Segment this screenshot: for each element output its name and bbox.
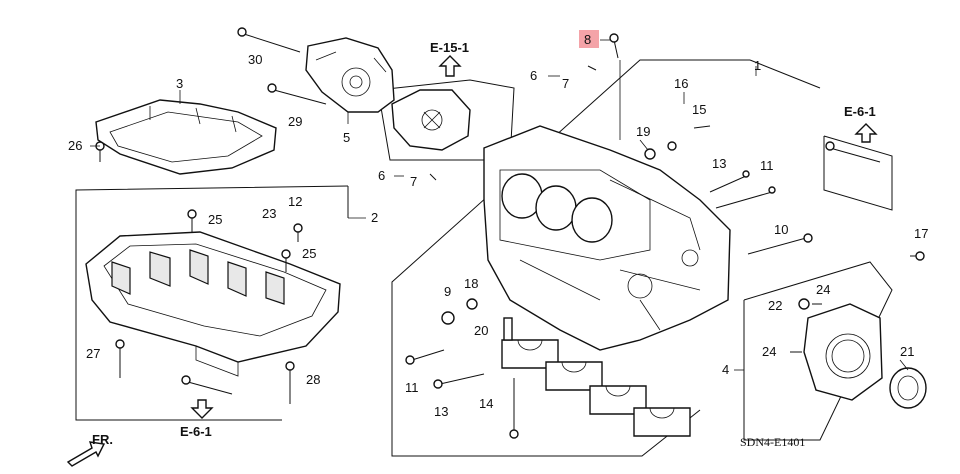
rear-oil-seal-cover[interactable]	[803, 303, 883, 401]
callout-26[interactable]: 26	[68, 138, 82, 153]
callout-2[interactable]: 2	[371, 210, 378, 225]
diagram-code: SDN4-E1401	[740, 435, 805, 449]
callout-13-right[interactable]: 13	[712, 156, 726, 171]
callout-3[interactable]: 3	[176, 76, 183, 91]
callout-20[interactable]: 20	[474, 323, 488, 338]
callout-21[interactable]: 21	[900, 344, 914, 359]
ref-label-e-6-1-bottom[interactable]: E-6-1	[180, 424, 212, 439]
callout-25-upper[interactable]: 25	[208, 212, 222, 227]
cylinder-block[interactable]	[483, 125, 731, 351]
oil-pan[interactable]	[85, 231, 341, 377]
callout-5[interactable]: 5	[343, 130, 350, 145]
water-pump-housing[interactable]	[305, 37, 395, 113]
callout-6-lower[interactable]: 6	[378, 168, 385, 183]
callout-13-lower[interactable]: 13	[434, 404, 448, 419]
bolts[interactable]	[95, 27, 925, 439]
callout-30[interactable]: 30	[248, 52, 262, 67]
callout-12[interactable]: 12	[288, 194, 302, 209]
callout-29[interactable]: 29	[288, 114, 302, 129]
block-group-box	[391, 59, 750, 457]
callout-14[interactable]: 14	[479, 396, 493, 411]
oil-seal-21[interactable]	[889, 367, 927, 409]
pump-group-box	[377, 79, 515, 161]
callout-24-upper[interactable]: 24	[816, 282, 830, 297]
callout-22[interactable]: 22	[768, 298, 782, 313]
ref-arrow-e-15-1[interactable]	[438, 55, 462, 77]
callout-11-lower[interactable]: 11	[405, 380, 419, 395]
callout-7-lower[interactable]: 7	[410, 174, 417, 189]
callout-23[interactable]: 23	[262, 206, 276, 221]
callout-6-upper[interactable]: 6	[530, 68, 537, 83]
callout-4[interactable]: 4	[722, 362, 729, 377]
callout-10[interactable]: 10	[774, 222, 788, 237]
callout-25-lower[interactable]: 25	[302, 246, 316, 261]
callout-27[interactable]: 27	[86, 346, 100, 361]
ref-arrow-e-6-1-right[interactable]	[854, 123, 878, 143]
callout-24-lower[interactable]: 24	[762, 344, 776, 359]
callout-11-right[interactable]: 11	[760, 158, 774, 173]
main-bearing-caps[interactable]	[501, 339, 691, 437]
bolt-10-11-box	[823, 135, 893, 211]
front-arrow	[66, 441, 106, 467]
callout-16[interactable]: 16	[674, 76, 688, 91]
callout-18[interactable]: 18	[464, 276, 478, 291]
callout-9[interactable]: 9	[444, 284, 451, 299]
callout-15[interactable]: 15	[692, 102, 706, 117]
callout-17[interactable]: 17	[914, 226, 928, 241]
water-pump[interactable]	[391, 89, 471, 151]
callout-8[interactable]: 8	[584, 32, 591, 47]
callout-19[interactable]: 19	[636, 124, 650, 139]
ref-label-e-15-1[interactable]: E-15-1	[430, 40, 469, 55]
baffle-plate[interactable]	[95, 99, 277, 175]
ref-label-e-6-1-right[interactable]: E-6-1	[844, 104, 876, 119]
callout-7-upper[interactable]: 7	[562, 76, 569, 91]
callout-28[interactable]: 28	[306, 372, 320, 387]
highlight-box	[579, 30, 599, 48]
front-label: FR.	[92, 432, 113, 447]
callout-1[interactable]: 1	[754, 58, 761, 73]
oil-pan-group-box	[75, 185, 349, 421]
ref-arrow-e-6-1-bottom[interactable]	[190, 399, 214, 419]
